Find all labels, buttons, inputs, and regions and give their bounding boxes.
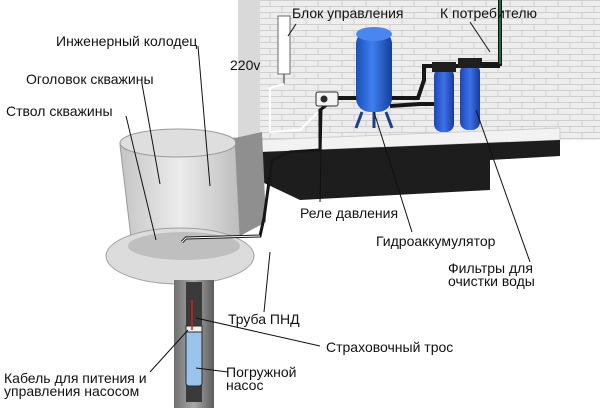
label-pressure-relay: Реле давления bbox=[300, 205, 399, 221]
label-control-unit: Блок управления bbox=[292, 5, 404, 21]
control-box-icon bbox=[277, 15, 291, 84]
label-cable-line1: Кабель для питения и bbox=[4, 370, 147, 386]
label-well-head: Оголовок скважины bbox=[26, 71, 154, 87]
pressure-tank-icon bbox=[354, 27, 394, 129]
label-voltage: 220v bbox=[230, 57, 261, 73]
floor-slab-underside bbox=[262, 140, 560, 200]
house-return-pipe bbox=[389, 102, 440, 108]
engineering-well-lid bbox=[119, 128, 237, 158]
label-pump-line1: Погружной bbox=[226, 364, 297, 380]
label-pnd-pipe: Труба ПНД bbox=[228, 311, 300, 327]
well-side-wall bbox=[235, 132, 266, 236]
label-to-consumer: К потребителю bbox=[440, 5, 538, 21]
brick-wall bbox=[238, 0, 600, 140]
label-pump: Погружной насос bbox=[226, 364, 306, 393]
label-filters: Фильтры для очистки воды bbox=[448, 260, 558, 289]
label-cable-line2: управления насосом bbox=[4, 383, 140, 399]
label-pump-line2: насос bbox=[226, 377, 264, 393]
submersible-pump-icon bbox=[185, 325, 203, 387]
pressure-relay-icon bbox=[315, 91, 339, 107]
power-cable bbox=[269, 83, 319, 134]
water-filter-icon bbox=[432, 58, 482, 132]
label-engineering-well: Инженерный колодец bbox=[56, 33, 198, 49]
label-hydro-accumulator: Гидроаккумулятор bbox=[376, 233, 496, 249]
leader-lines bbox=[125, 21, 531, 373]
label-safety-rope: Страховочный трос bbox=[326, 339, 454, 355]
label-filters-line1: Фильтры для bbox=[448, 260, 533, 276]
label-cable: Кабель для питения и управления насосом bbox=[4, 370, 174, 399]
pnd-pipe-highlight bbox=[181, 235, 261, 243]
label-filters-line2: очистки воды bbox=[448, 273, 535, 289]
label-well-shaft: Ствол скважины bbox=[6, 103, 113, 119]
wall-column bbox=[238, 0, 260, 150]
